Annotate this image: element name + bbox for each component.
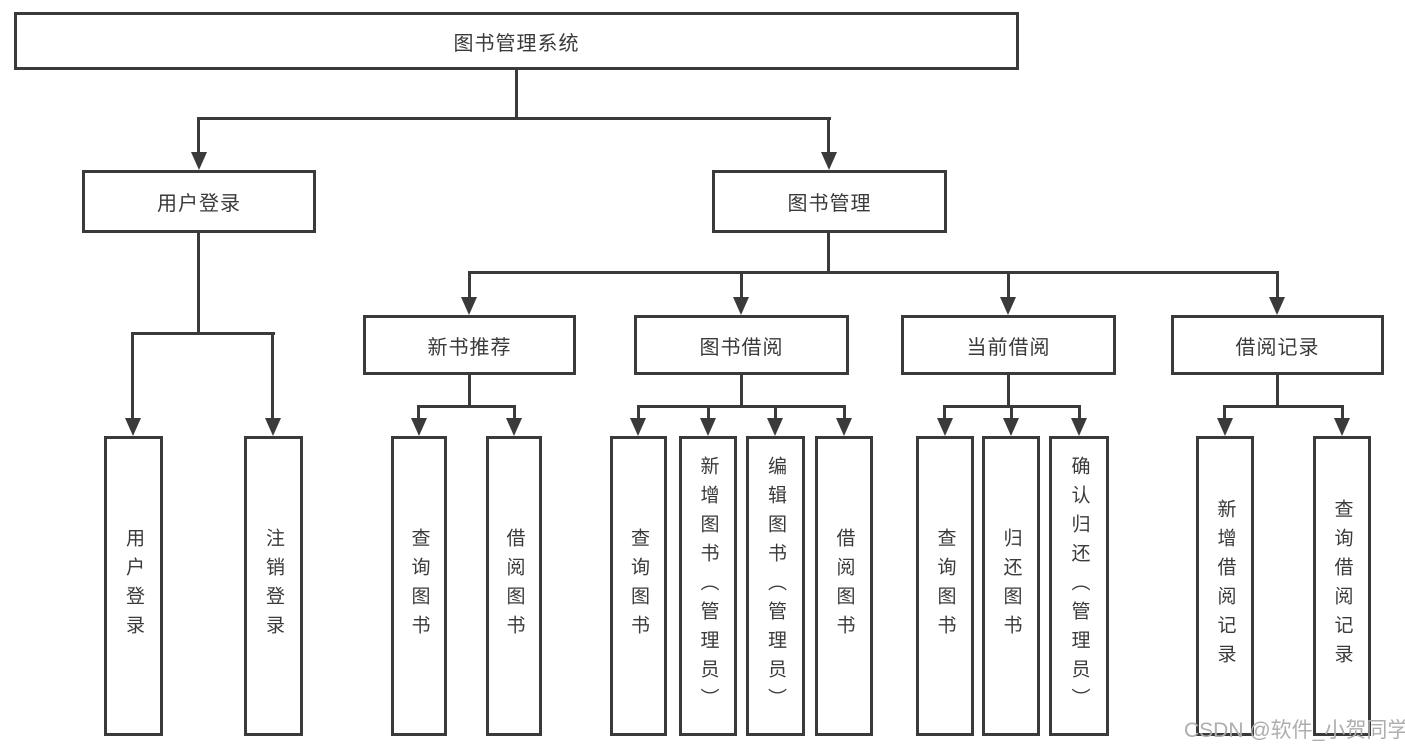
connector-line xyxy=(774,405,777,422)
arrow-down-icon xyxy=(630,418,646,436)
connector-line xyxy=(131,332,275,335)
node-label: 查询借阅记录 xyxy=(1331,499,1353,673)
connector-line xyxy=(943,405,946,422)
connector-line xyxy=(197,117,831,120)
node-new-book-recommend: 新书推荐 xyxy=(363,315,576,375)
arrow-down-icon xyxy=(1071,418,1087,436)
connector-line xyxy=(637,405,640,422)
connector-line xyxy=(197,233,200,335)
leaf-return-books: 归还图书 xyxy=(982,436,1040,736)
node-book-management-system: 图书管理系统 xyxy=(14,12,1019,70)
node-label: 借阅图书 xyxy=(503,528,525,644)
connector-line xyxy=(827,117,830,155)
connector-line xyxy=(740,271,743,299)
node-label: 编辑图书（管理员） xyxy=(765,455,786,717)
connector-line xyxy=(1341,405,1344,422)
connector-line xyxy=(1010,405,1013,422)
node-label: 用户登录 xyxy=(123,528,144,644)
leaf-user-login: 用户登录 xyxy=(104,436,163,736)
arrow-down-icon xyxy=(733,297,749,315)
arrow-down-icon xyxy=(1334,418,1350,436)
connector-line xyxy=(468,375,471,408)
leaf-query-borrow-record: 查询借阅记录 xyxy=(1313,436,1371,736)
connector-line xyxy=(271,332,274,420)
connector-line xyxy=(468,271,1279,274)
leaf-borrow-books-borrowing: 借阅图书 xyxy=(815,436,873,736)
node-borrowing-records: 借阅记录 xyxy=(1171,315,1384,375)
connector-line xyxy=(1078,405,1081,422)
arrow-down-icon xyxy=(700,418,716,436)
arrow-down-icon xyxy=(125,418,141,436)
leaf-borrow-books-recommend: 借阅图书 xyxy=(486,436,542,736)
leaf-logout: 注销登录 xyxy=(244,436,303,736)
arrow-down-icon xyxy=(191,152,207,170)
node-label: 图书管理系统 xyxy=(453,32,580,55)
node-label: 查询图书 xyxy=(408,528,430,644)
arrow-down-icon xyxy=(836,418,852,436)
node-label: 新增借阅记录 xyxy=(1214,499,1236,673)
connector-line xyxy=(1223,405,1226,422)
connector-line xyxy=(1276,375,1279,408)
leaf-confirm-return-admin: 确认归还（管理员） xyxy=(1049,436,1109,736)
node-label: 查询图书 xyxy=(934,528,956,644)
arrow-down-icon xyxy=(1217,418,1233,436)
node-current-borrowing: 当前借阅 xyxy=(901,315,1116,375)
node-book-management-group: 图书管理 xyxy=(712,170,947,233)
connector-line xyxy=(1007,375,1010,408)
node-label: 用户登录 xyxy=(157,193,241,215)
connector-line xyxy=(707,405,710,422)
leaf-edit-books-admin: 编辑图书（管理员） xyxy=(746,436,805,736)
arrow-down-icon xyxy=(1003,418,1019,436)
leaf-query-books-borrowing: 查询图书 xyxy=(610,436,667,736)
connector-line xyxy=(637,405,846,408)
connector-line xyxy=(1276,271,1279,299)
arrow-down-icon xyxy=(821,152,837,170)
arrow-down-icon xyxy=(265,418,281,436)
arrow-down-icon xyxy=(767,418,783,436)
connector-line xyxy=(1223,405,1344,408)
leaf-add-borrow-record: 新增借阅记录 xyxy=(1196,436,1254,736)
csdn-watermark: CSDN @软件_小贺同学 xyxy=(1184,719,1405,742)
arrow-down-icon xyxy=(1000,297,1016,315)
connector-line xyxy=(417,405,420,422)
node-book-borrowing: 图书借阅 xyxy=(634,315,849,375)
node-label: 图书借阅 xyxy=(699,336,784,359)
node-label: 借阅记录 xyxy=(1235,336,1320,359)
node-label: 新增图书（管理员） xyxy=(697,455,719,717)
arrow-down-icon xyxy=(461,297,477,315)
arrow-down-icon xyxy=(937,418,953,436)
arrow-down-icon xyxy=(506,418,522,436)
node-label: 当前借阅 xyxy=(966,336,1051,359)
arrow-down-icon xyxy=(1269,297,1285,315)
node-label: 注销登录 xyxy=(263,528,284,644)
node-label: 归还图书 xyxy=(1000,528,1022,644)
leaf-query-books-current: 查询图书 xyxy=(916,436,974,736)
node-label: 查询图书 xyxy=(628,528,649,644)
connector-line xyxy=(740,375,743,408)
leaf-query-books-recommend: 查询图书 xyxy=(391,436,447,736)
node-label: 借阅图书 xyxy=(833,528,855,644)
connector-line xyxy=(417,405,516,408)
connector-line xyxy=(1007,271,1010,299)
arrow-down-icon xyxy=(411,418,427,436)
node-label: 新书推荐 xyxy=(427,336,512,359)
leaf-add-books-admin: 新增图书（管理员） xyxy=(679,436,737,736)
connector-line xyxy=(843,405,846,422)
connector-line xyxy=(515,69,518,120)
connector-line xyxy=(468,271,471,299)
connector-line xyxy=(513,405,516,422)
connector-line xyxy=(827,233,830,274)
node-label: 图书管理 xyxy=(787,193,872,215)
node-user-login-group: 用户登录 xyxy=(82,170,316,233)
connector-line xyxy=(131,332,134,420)
node-label: 确认归还（管理员） xyxy=(1068,455,1090,717)
connector-line xyxy=(197,117,200,155)
